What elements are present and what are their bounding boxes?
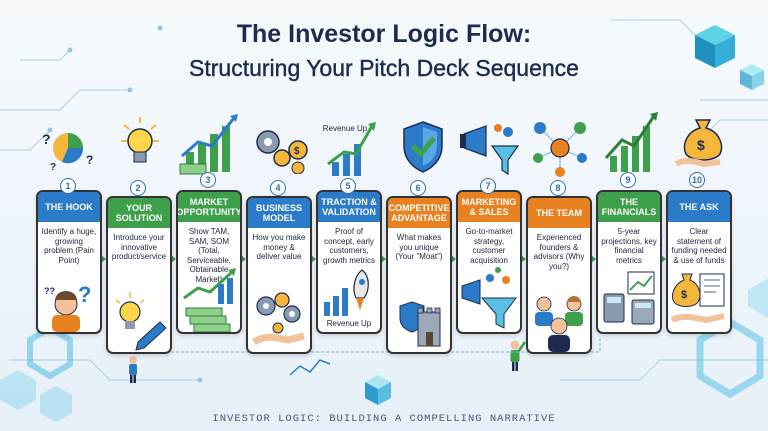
step-card-10: THE ASK Clear statement of funding neede… <box>666 190 732 334</box>
step-title: BUSINESS MODEL <box>248 198 310 228</box>
megaphone-funnel-icon <box>460 124 520 176</box>
step-description: How you make money & deliver value <box>252 233 306 261</box>
step-description: Proof of concept, early customers, growt… <box>322 227 375 265</box>
money-stack-icon <box>183 268 236 332</box>
financial-chart-icon <box>604 112 658 172</box>
money-bag-hand-icon: $ <box>674 119 723 168</box>
revenue-up-label-top: Revenue Up <box>322 124 368 133</box>
svg-text:$: $ <box>697 137 705 153</box>
svg-text:$: $ <box>294 146 300 157</box>
step-description: Go-to-market strategy, customer acquisit… <box>465 227 513 265</box>
lightbulb-icon <box>121 117 159 163</box>
step-title: COMPETITIVE ADVANTAGE <box>388 198 450 228</box>
worried-person-icon: ? ?? <box>44 282 91 332</box>
step-number-9: 9 <box>620 172 636 188</box>
step-description: Clear statement of funding needed & use … <box>671 227 727 265</box>
step-number-4: 4 <box>270 180 286 196</box>
castle-shield-icon <box>399 301 441 347</box>
step-card-8: THE TEAM Experienced founders & advisors… <box>526 196 592 354</box>
step-title: MARKET OPPORTUNITY <box>178 192 240 222</box>
step-card-2: YOUR SOLUTION Introduce your innovative … <box>106 196 172 354</box>
step-title: THE ASK <box>668 192 730 222</box>
money-bag-document-icon: $ <box>670 273 725 324</box>
svg-text:?: ? <box>86 153 93 167</box>
step-card-4: BUSINESS MODEL How you make money & deli… <box>246 196 312 354</box>
step-number-6: 6 <box>410 180 426 196</box>
step-title: MARKETING & SALES <box>458 192 520 222</box>
step-description: Identify a huge, growing problem (Pain P… <box>41 227 97 265</box>
team-people-icon <box>535 296 583 352</box>
step-card-3: MARKET OPPORTUNITY Show TAM, SAM, SOM (T… <box>176 190 242 334</box>
step-description: 5-year projections, key financial metric… <box>601 227 657 265</box>
svg-text:?: ? <box>42 131 51 147</box>
svg-text:$: $ <box>681 289 687 301</box>
calculator-chart-icon <box>603 271 655 325</box>
rocket-chart-icon <box>324 269 369 316</box>
step-title: YOUR SOLUTION <box>108 198 170 228</box>
gears-hand-icon <box>252 292 305 346</box>
step-title: TRACTION & VALIDATION <box>318 192 380 222</box>
step-card-1: THE HOOK Identify a huge, growing proble… <box>36 190 102 334</box>
gears-coins-icon: $ <box>256 130 308 174</box>
money-growth-icon <box>179 114 238 175</box>
revenue-arrow-icon <box>327 122 376 176</box>
page-subtitle: Structuring Your Pitch Deck Sequence <box>189 55 579 81</box>
svg-text:?: ? <box>50 162 56 173</box>
step-card-6: COMPETITIVE ADVANTAGE What makes you uni… <box>386 196 452 354</box>
svg-text:?: ? <box>78 282 91 307</box>
funnel-megaphone-icon <box>461 267 517 329</box>
step-title: THE TEAM <box>528 198 590 228</box>
step-number-5: 5 <box>340 178 356 194</box>
step-card-7: MARKETING & SALES Go-to-market strategy,… <box>456 190 522 334</box>
step-number-2: 2 <box>130 180 146 196</box>
revenue-up-label-card: Revenue Up <box>326 319 372 328</box>
step-description: Experienced founders & advisors (Why you… <box>533 233 585 271</box>
step-number-8: 8 <box>550 180 566 196</box>
svg-text:??: ?? <box>44 286 55 296</box>
step-title: THE HOOK <box>38 192 100 222</box>
step-card-5: TRACTION & VALIDATION Proof of concept, … <box>316 190 382 334</box>
lightbulb-pen-icon <box>115 292 167 351</box>
step-title: THE FINANCIALS <box>598 192 660 222</box>
step-card-9: THE FINANCIALS 5-year projections, key f… <box>596 190 662 334</box>
step-number-1: 1 <box>60 178 76 194</box>
pie-chart-question-icon: ? ? ? <box>42 131 93 173</box>
team-network-icon <box>533 122 587 177</box>
step-description: Show TAM, SAM, SOM (Total, Serviceable, … <box>186 227 232 284</box>
step-number-7: 7 <box>480 178 496 194</box>
page-title: The Investor Logic Flow: <box>236 20 532 48</box>
shield-check-icon <box>403 121 443 173</box>
step-description: Introduce your innovative product/servic… <box>111 233 167 261</box>
step-description: What makes you unique (Your "Moat") <box>395 233 443 261</box>
step-number-10: 10 <box>689 172 705 188</box>
footer-caption: INVESTOR LOGIC: BUILDING A COMPELLING NA… <box>212 413 556 425</box>
step-number-3: 3 <box>200 172 216 188</box>
